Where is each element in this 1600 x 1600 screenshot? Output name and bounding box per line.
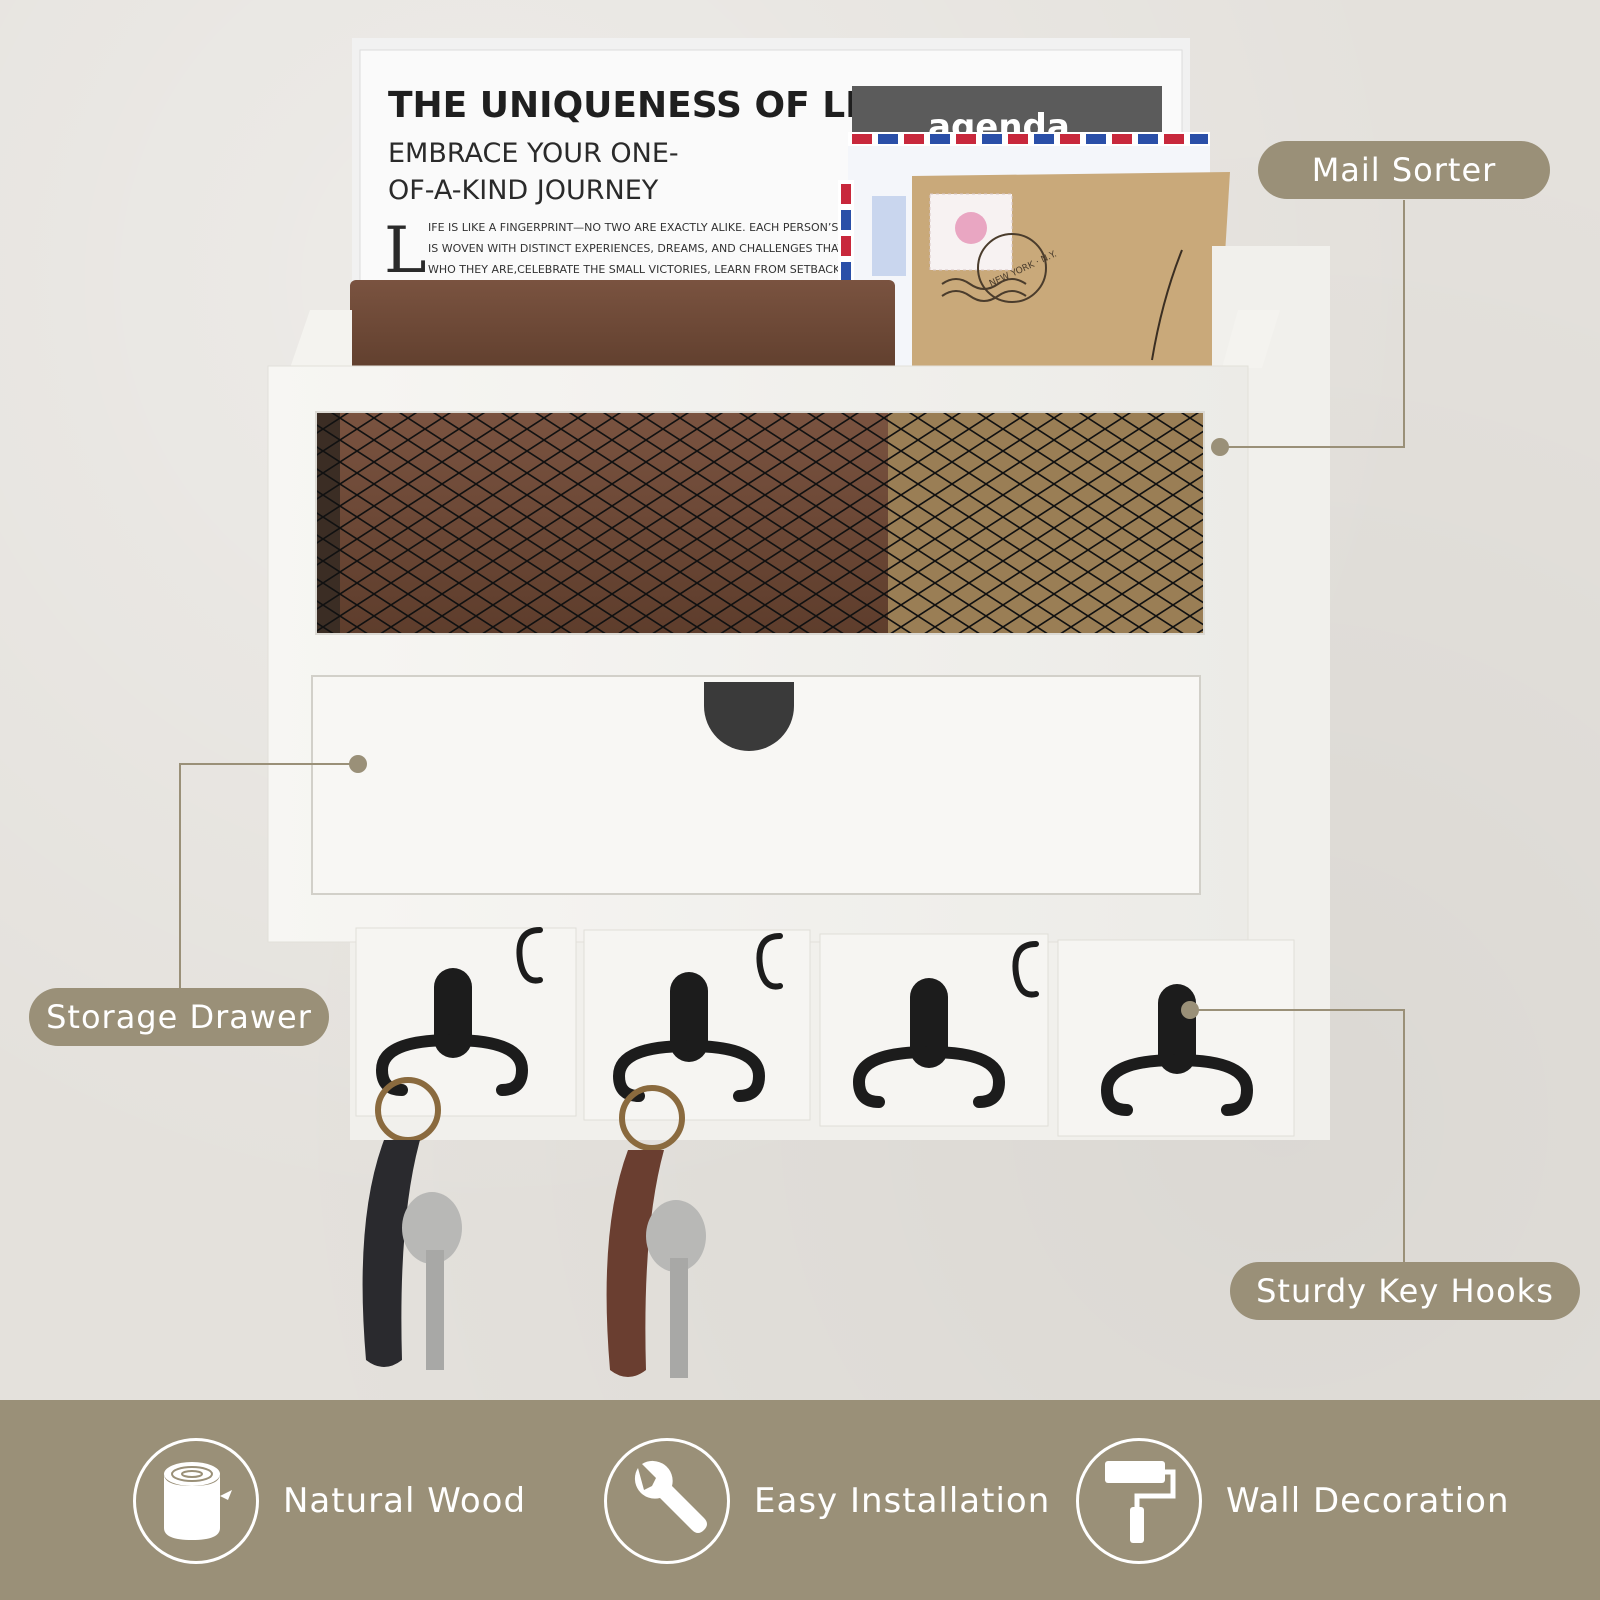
hooks-dot xyxy=(1181,1001,1199,1019)
magazine-dropcap: L xyxy=(384,214,427,288)
organizer-body xyxy=(267,310,1280,943)
leather-notebook xyxy=(350,280,895,380)
magazine-subhead-1: EMBRACE YOUR ONE- xyxy=(388,138,679,169)
hook-3 xyxy=(852,941,1039,1108)
drawer-dot xyxy=(349,755,367,773)
feature-label: Natural Wood xyxy=(283,1481,527,1521)
paint-roller-icon xyxy=(1076,1438,1202,1564)
feature-natural-wood: Natural Wood xyxy=(133,1438,526,1564)
feature-bar: Natural Wood Easy Installation Wall Deco… xyxy=(0,1400,1600,1600)
magazine-subhead-2: OF-A-KIND JOURNEY xyxy=(388,175,659,206)
kraft-envelope: NEW YORK · N.Y. xyxy=(912,172,1230,370)
product-illustration: THE UNIQUENESS OF LIFE EMBRACE YOUR ONE-… xyxy=(179,38,1405,1378)
hook-2 xyxy=(612,933,783,1102)
mail-sorter-label: Mail Sorter xyxy=(1258,141,1550,199)
log-icon xyxy=(133,1438,259,1564)
magazine-body-3: WHO THEY ARE,CELEBRATE THE SMALL VICTORI… xyxy=(428,263,851,276)
magazine-body-1: IFE IS LIKE A FINGERPRINT—NO TWO ARE EXA… xyxy=(428,221,869,234)
feature-wall-decoration: Wall Decoration xyxy=(1076,1438,1510,1564)
feature-label: Wall Decoration xyxy=(1226,1481,1510,1521)
storage-drawer-label: Storage Drawer xyxy=(29,988,329,1046)
feature-easy-installation: Easy Installation xyxy=(604,1438,1050,1564)
hook-panels xyxy=(355,927,1295,1137)
callout-lines xyxy=(179,200,1405,1262)
magazine-headline: THE UNIQUENESS OF LIFE xyxy=(388,85,908,126)
keychain-1 xyxy=(362,1077,462,1370)
keychain-2 xyxy=(606,1085,706,1378)
magazine-body-2: IS WOVEN WITH DISTINCT EXPERIENCES, DREA… xyxy=(428,242,884,255)
mail-sorter-dot xyxy=(1211,438,1229,456)
wrench-icon xyxy=(604,1438,730,1564)
feature-label: Easy Installation xyxy=(754,1481,1051,1521)
key-hooks-label: Sturdy Key Hooks xyxy=(1230,1262,1580,1320)
